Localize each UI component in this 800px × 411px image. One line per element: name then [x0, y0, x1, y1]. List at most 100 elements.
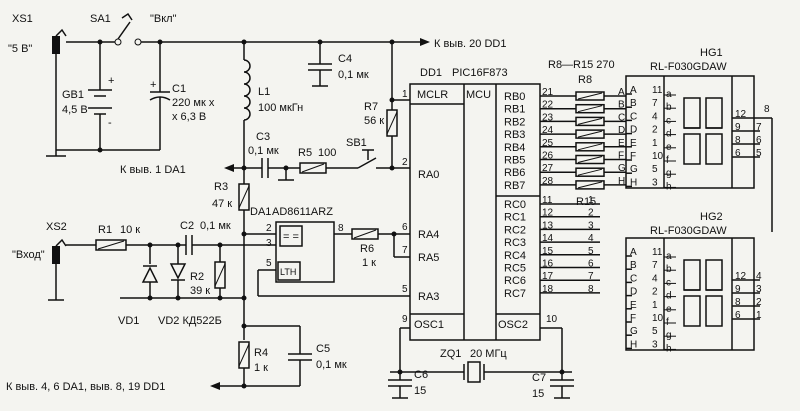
- svg-text:OSC2: OSC2: [498, 319, 528, 331]
- rc-pin-name: RC1: [504, 212, 526, 224]
- rb-pin-num: 28: [542, 176, 554, 187]
- display-segment-in: A: [630, 85, 637, 96]
- hg1-right-leads: 8: [760, 104, 773, 232]
- display-pin-num: 5: [652, 326, 658, 337]
- resistor-r5: R5 100: [278, 147, 340, 181]
- capacitor-c6: C6 15: [388, 369, 428, 399]
- svg-text:7: 7: [402, 245, 408, 256]
- svg-text:OSC1: OSC1: [414, 319, 444, 331]
- dd1-ref: DD1: [420, 67, 442, 79]
- display-segment-in: F: [630, 313, 636, 324]
- rc-pin-num: 12: [542, 208, 554, 219]
- svg-text:RA4: RA4: [418, 229, 439, 241]
- rb-pin-num: 21: [542, 87, 554, 98]
- rb-pin-name: RB4: [504, 142, 525, 154]
- svg-text:10: 10: [546, 314, 558, 325]
- r2-value: 39 к: [190, 285, 210, 297]
- svg-text:MCU: MCU: [466, 89, 491, 101]
- display-right-pin: 9: [735, 122, 741, 133]
- rc-pin-name: RC7: [504, 288, 526, 300]
- rc-digit-num: 5: [588, 246, 594, 257]
- svg-text:+: +: [150, 79, 156, 91]
- rb-pin-num: 23: [542, 112, 554, 123]
- svg-text:-: -: [108, 117, 112, 129]
- zq1-ref: ZQ1: [440, 348, 461, 360]
- hg1-ref: HG1: [700, 47, 723, 59]
- r2-ref: R2: [190, 271, 204, 283]
- segment-letter: F: [618, 151, 624, 162]
- display-pin-num: 1: [652, 138, 658, 149]
- display-pin-num: 2: [652, 287, 658, 298]
- c5-ref: C5: [316, 343, 330, 355]
- rb-pin-num: 25: [542, 138, 554, 149]
- capacitor-c3: C3 0,1 мк: [241, 131, 300, 178]
- rb-pin-num: 22: [542, 100, 554, 111]
- c2-value: 0,1 мк: [200, 220, 231, 232]
- c4-ref: C4: [338, 53, 352, 65]
- r3-value: 47 к: [212, 198, 232, 210]
- rc-digit-num: 6: [588, 259, 594, 270]
- svg-text:6: 6: [402, 222, 408, 233]
- rb-pin-name: RB3: [504, 129, 525, 141]
- c5-value: 0,1 мк: [316, 359, 347, 371]
- l1-ref: L1: [258, 86, 270, 98]
- display-pin-num: 3: [652, 177, 658, 188]
- r4-ref: R4: [254, 347, 268, 359]
- svg-text:2: 2: [266, 223, 272, 234]
- display-pin-num: 5: [652, 164, 658, 175]
- rc-pin-name: RC4: [504, 250, 526, 262]
- resistor-r4: R4 1 к: [238, 240, 268, 386]
- switch-sa1: SA1 "Вкл": [66, 12, 420, 46]
- r8-label: R8: [578, 74, 592, 86]
- r15-label: R15: [576, 196, 596, 208]
- display-pin-num: 11: [652, 247, 663, 258]
- display-segment-in: E: [630, 300, 637, 311]
- c3-ref: C3: [256, 131, 270, 143]
- c6-ref: C6: [414, 369, 428, 381]
- svg-text:3: 3: [266, 238, 272, 249]
- svg-text:= =: = =: [283, 231, 299, 243]
- rc-digit-num: 4: [588, 233, 594, 244]
- display-segment-in: F: [630, 151, 636, 162]
- svg-text:2: 2: [402, 157, 408, 168]
- r1-value: 10 к: [120, 224, 140, 236]
- r6-ref: R6: [360, 243, 374, 255]
- mcu-dd1: DD1 PIC16F873 MCLR MCU 1 RA0 2 RA4 6 RA5…: [402, 67, 600, 341]
- display-segment-in: G: [630, 164, 638, 175]
- r7-ref: R7: [364, 101, 378, 113]
- c2-ref: C2: [180, 220, 194, 232]
- display-segment-in: B: [630, 260, 637, 271]
- rc-pin-num: 16: [542, 259, 554, 270]
- display-pin-num: 1: [652, 300, 658, 311]
- display-right-pin: 6: [735, 148, 741, 159]
- display-right-pin: 6: [735, 310, 741, 321]
- c3-value: 0,1 мк: [248, 145, 279, 157]
- display-right-pin: 8: [735, 135, 741, 146]
- svg-text:9: 9: [402, 314, 408, 325]
- display-right-pin: 12: [735, 271, 747, 282]
- button-sb1: SB1: [340, 137, 410, 171]
- rc-digit-num: 8: [588, 284, 594, 295]
- c7-ref: C7: [532, 372, 546, 384]
- rc-digit-num: 7: [588, 271, 594, 282]
- display-segment-in: C: [630, 273, 637, 284]
- display-right-pin-b: 7: [756, 122, 762, 133]
- xs2-label: "Вход": [12, 249, 45, 261]
- array-label: R8—R15 270: [548, 59, 615, 71]
- display-right-pin: 9: [735, 284, 741, 295]
- display-segment-in: B: [630, 98, 637, 109]
- net-to-bottom: К выв. 4, 6 DA1, выв. 8, 19 DD1: [6, 381, 300, 393]
- segment-letter: E: [618, 138, 625, 149]
- xs2-ref: XS2: [46, 221, 67, 233]
- inductor-l1: L1 100 мкГн: [241, 39, 303, 168]
- c1-line2: x 6,3 В: [172, 111, 206, 123]
- display-pin-num: 7: [652, 260, 658, 271]
- rc-digit-num: 3: [588, 220, 594, 231]
- r7-value: 56 к: [364, 115, 384, 127]
- rc-pin-name: RC3: [504, 237, 526, 249]
- display-right-pin-b: 5: [756, 148, 762, 159]
- da1-ref: DA1: [250, 206, 271, 218]
- display-pin-num: 4: [652, 273, 658, 284]
